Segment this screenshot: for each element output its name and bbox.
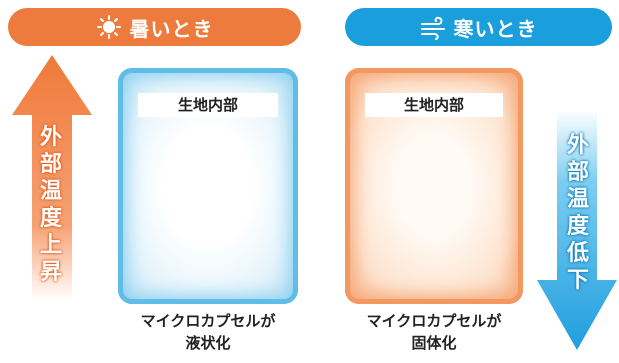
temperature-rise-arrow [12, 55, 92, 300]
cold-title: 寒いとき [453, 16, 538, 41]
cold-condition-header: 寒いとき [345, 8, 612, 46]
temperature-drop-arrow [537, 110, 617, 350]
hot-caption: マイクロカプセルが 液状化 [103, 310, 313, 354]
hot-caption-line1: マイクロカプセルが [140, 312, 276, 330]
cold-caption-line1: マイクロカプセルが [366, 312, 502, 330]
inner-label-hot: 生地内部 [138, 93, 278, 117]
hot-title: 暑いとき [129, 16, 214, 41]
inner-label-cold: 生地内部 [365, 93, 503, 117]
cold-caption-line2: 固体化 [411, 334, 457, 352]
hot-condition-header: 暑いとき [8, 8, 301, 46]
cold-caption: マイクロカプセルが 固体化 [330, 310, 538, 354]
hot-caption-line2: 液状化 [185, 334, 231, 352]
wind-icon [420, 14, 446, 40]
temperature-rise-text: 外 部 温 度 上 昇 [39, 125, 62, 285]
sun-icon [96, 14, 122, 40]
temperature-drop-text: 外 部 温 度 低 下 [566, 133, 589, 293]
